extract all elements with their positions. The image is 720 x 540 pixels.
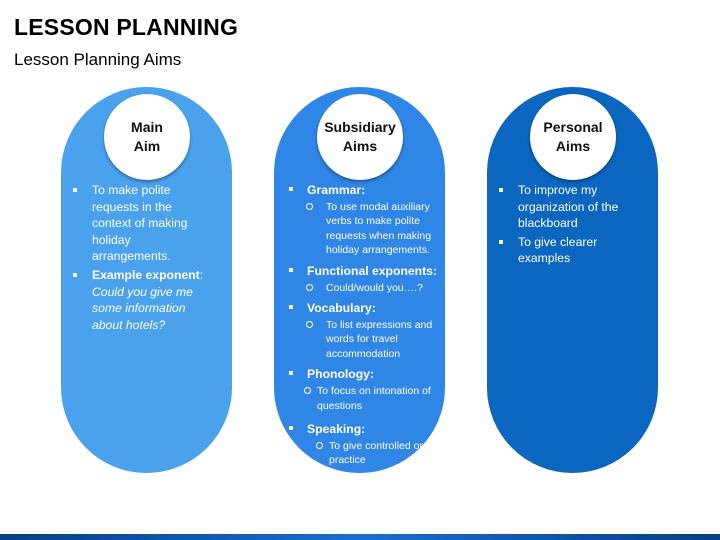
subsidiary-aims-heading: Subsidiary Aims (317, 94, 403, 180)
example-exponent-text: Could you give me some information about… (92, 284, 193, 332)
personal-aims-heading: Personal Aims (530, 94, 616, 180)
grammar-item: To use modal auxiliary verbs to make pol… (283, 200, 437, 258)
functional-exponents-item: Could/would you….? (283, 281, 437, 295)
personal-aims-heading-line-2: Aims (555, 138, 591, 154)
page-subtitle: Lesson Planning Aims (14, 50, 182, 69)
section-functional-exponents: Functional exponents: (283, 263, 437, 279)
personal-aims-content: To improve my organization of the blackb… (487, 182, 658, 267)
main-aim-heading-line-1: Main (131, 119, 163, 135)
section-grammar: Grammar: (283, 182, 437, 198)
main-aim-bullet-2: Example exponent: Could you give me some… (70, 267, 212, 333)
main-aim-bullet-1: To make polite requests in the context o… (70, 182, 212, 265)
personal-aim-bullet-1: To improve my organization of the blackb… (496, 182, 644, 232)
example-exponent-label: Example exponent (92, 267, 200, 282)
personal-aims-heading-line-1: Personal (543, 119, 603, 135)
personal-aim-bullet-2: To give clearer examples (496, 234, 644, 267)
main-aim-heading: Main Aim (104, 94, 190, 180)
subsidiary-aims-heading-line-2: Aims (342, 138, 378, 154)
section-phonology: Phonology: (283, 366, 437, 382)
vocabulary-item: To list expressions and words for travel… (283, 318, 437, 361)
subsidiary-aims-heading-line-1: Subsidiary (324, 119, 396, 135)
section-speaking: Speaking: (283, 421, 437, 437)
speaking-item: To give controlled oral practice (283, 439, 437, 468)
subsidiary-aims-content: Grammar: To use modal auxiliary verbs to… (274, 182, 445, 468)
footer-bar (0, 534, 720, 540)
example-exponent-colon: : (199, 267, 204, 282)
phonology-item: To focus on intonation of questions (283, 384, 437, 413)
section-vocabulary: Vocabulary: (283, 300, 437, 316)
page-title: LESSON PLANNING (14, 14, 239, 40)
main-aim-content: To make polite requests in the context o… (61, 182, 232, 333)
main-aim-heading-line-2: Aim (133, 138, 161, 154)
